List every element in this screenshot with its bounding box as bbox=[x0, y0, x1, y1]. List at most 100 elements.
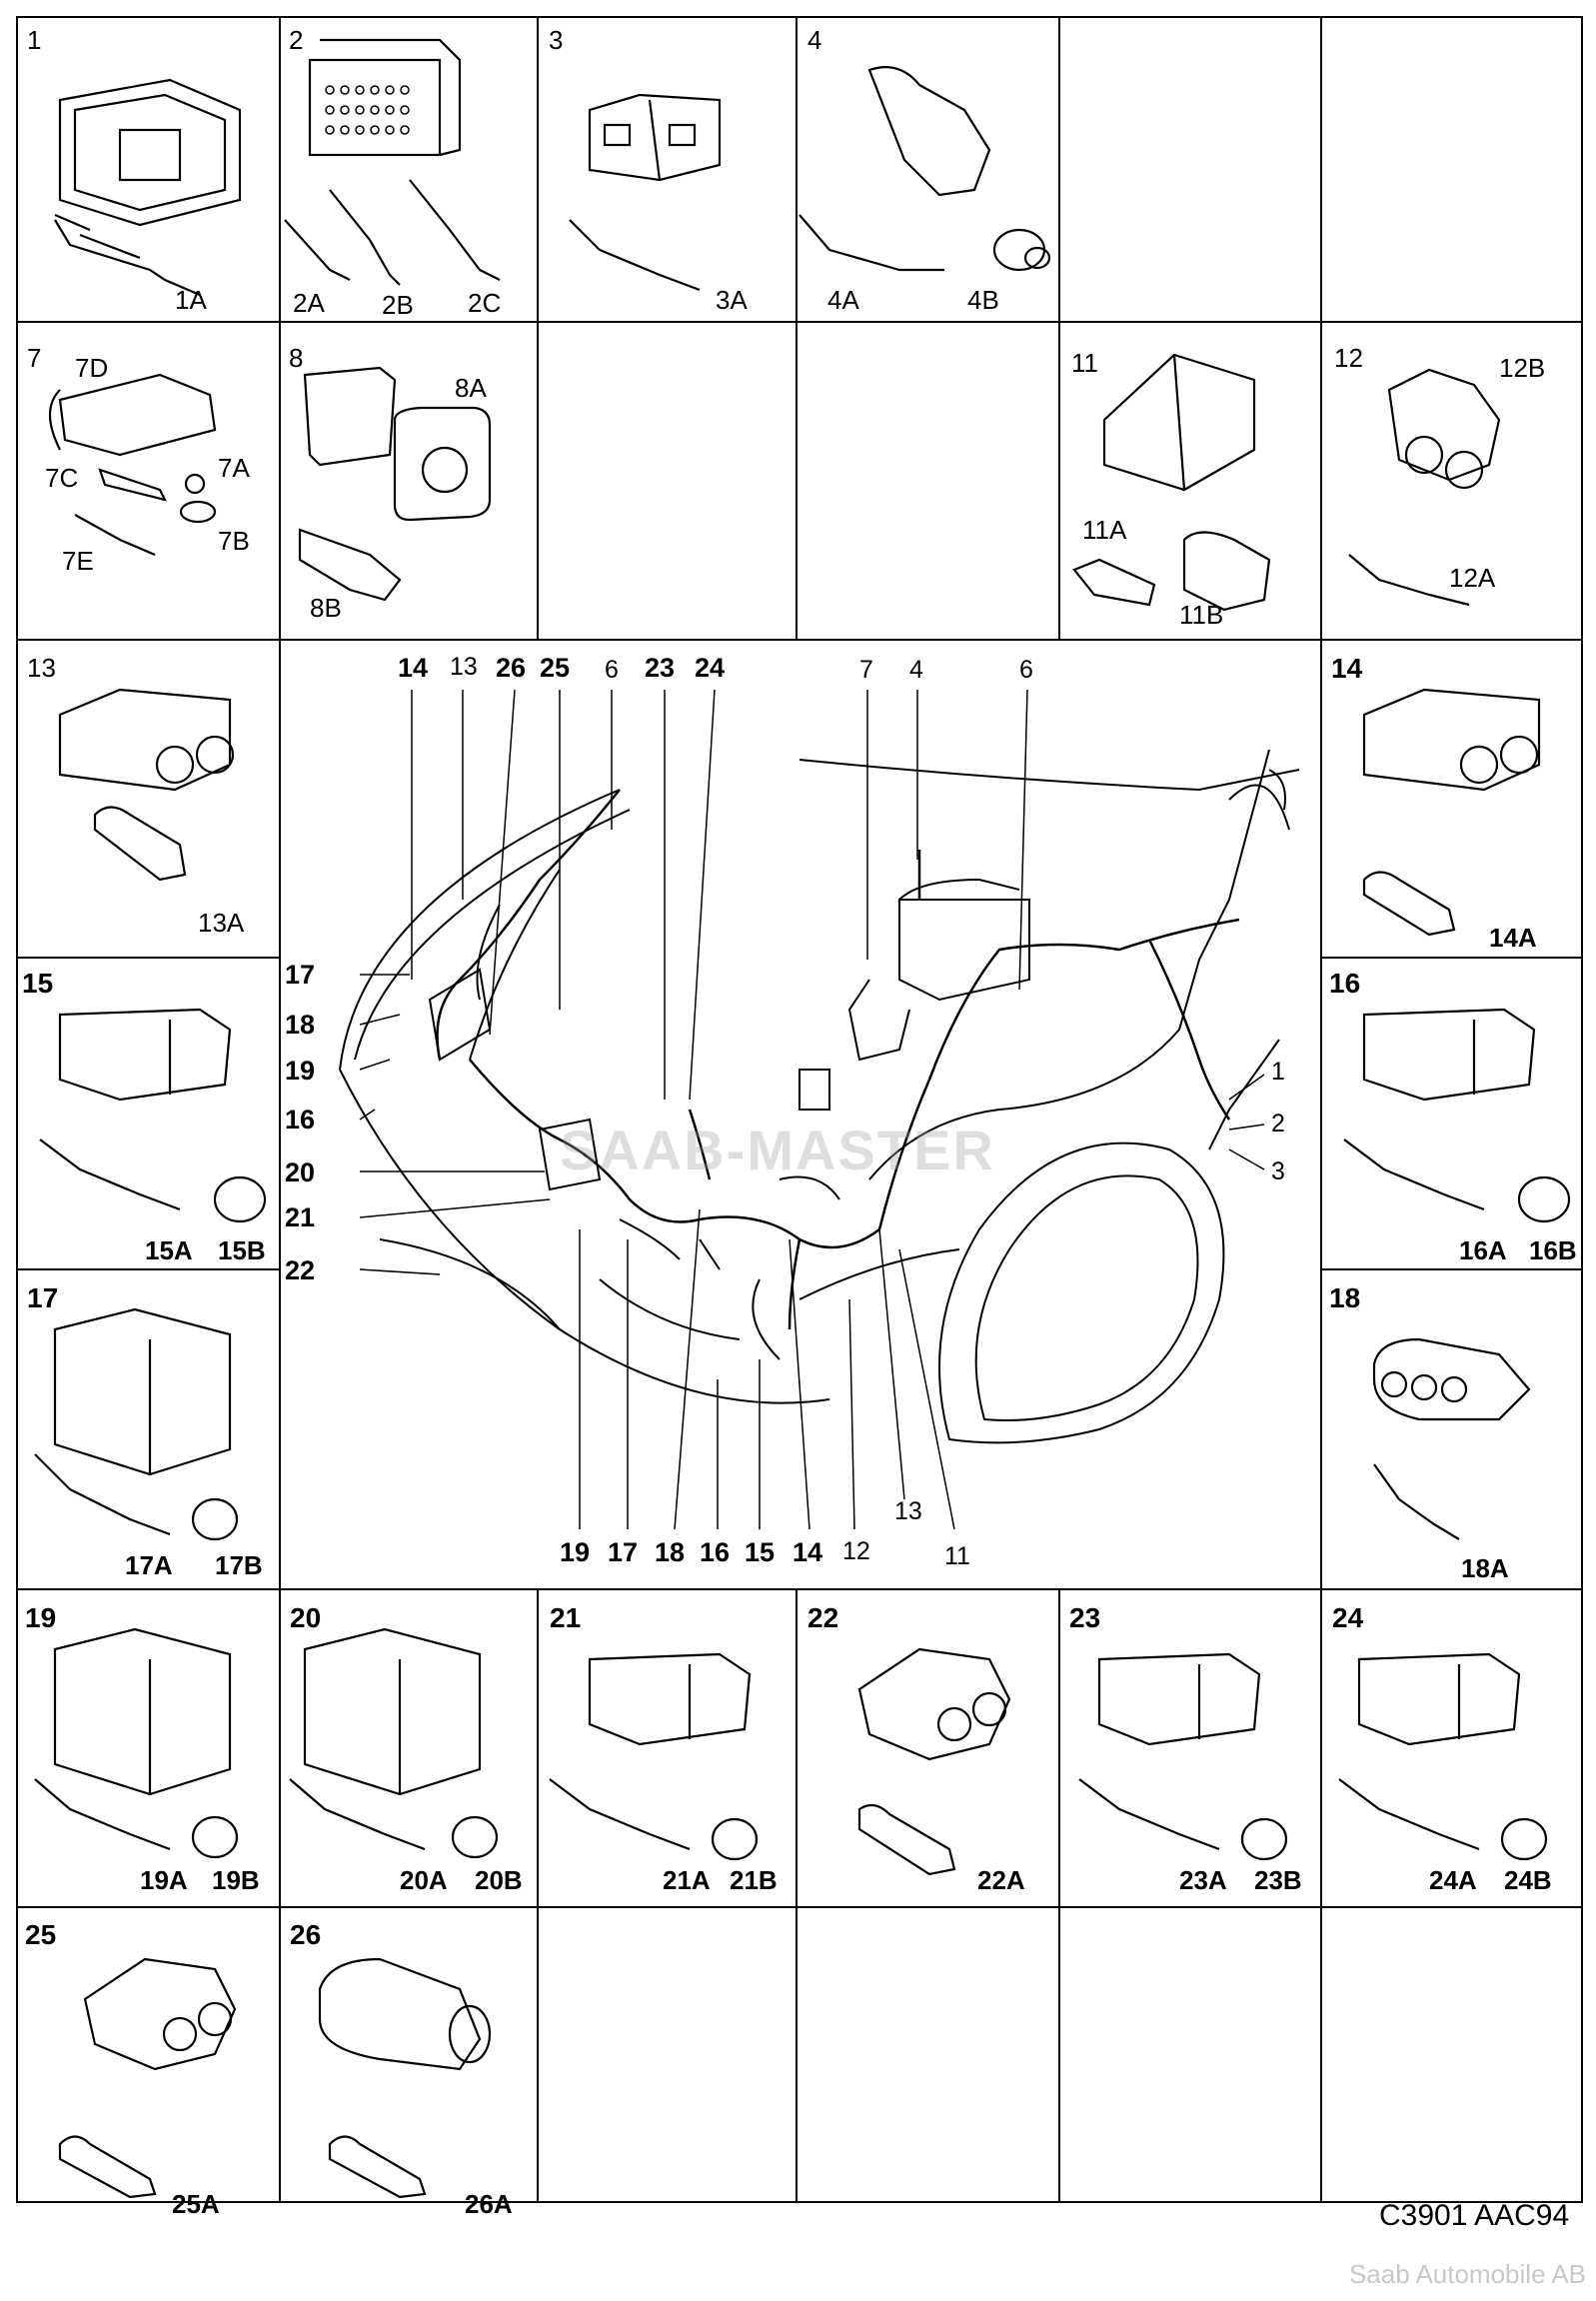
part-label-3a: 3A bbox=[716, 285, 748, 315]
leader-lines bbox=[359, 689, 1265, 1530]
cell-number-2: 2 bbox=[289, 25, 304, 55]
cell-number-17: 17 bbox=[27, 1282, 59, 1313]
part-label-7c: 7C bbox=[45, 463, 79, 493]
callout-left-17: 17 bbox=[285, 960, 316, 990]
part-label-2b: 2B bbox=[382, 290, 414, 320]
part-label-19a: 19A bbox=[140, 1865, 188, 1895]
part-label-15a: 15A bbox=[145, 1235, 193, 1265]
part-label-15b: 15B bbox=[218, 1235, 266, 1265]
grid-lines bbox=[16, 16, 1583, 2203]
part-drawings bbox=[34, 38, 1571, 2199]
watermark: SAAB-MASTER bbox=[560, 1119, 995, 1181]
part-label-18a: 18A bbox=[1461, 1553, 1509, 1583]
part-label-7d: 7D bbox=[75, 353, 109, 383]
cell-number-1: 1 bbox=[27, 25, 42, 55]
part-label-2a: 2A bbox=[293, 288, 325, 318]
part-label-23b: 23B bbox=[1254, 1865, 1302, 1895]
callout-bottom-15: 15 bbox=[745, 1537, 776, 1567]
cell-number-18: 18 bbox=[1329, 1282, 1361, 1313]
callout-top-23: 23 bbox=[645, 653, 676, 683]
part-label-8b: 8B bbox=[310, 593, 342, 623]
part-label-7a: 7A bbox=[218, 453, 250, 483]
cell-number-11: 11 bbox=[1071, 348, 1098, 378]
part-label-26a: 26A bbox=[465, 2189, 513, 2219]
part-label-12a: 12A bbox=[1449, 563, 1496, 593]
part-label-20a: 20A bbox=[400, 1865, 448, 1895]
callout-top-26: 26 bbox=[496, 653, 527, 683]
part-label-25a: 25A bbox=[172, 2189, 220, 2219]
callout-top-7: 7 bbox=[859, 656, 873, 684]
cell-number-8: 8 bbox=[289, 343, 304, 373]
copyright-notice: Saab Automobile AB bbox=[1348, 2259, 1586, 2289]
part-label-11b: 11B bbox=[1179, 600, 1224, 630]
part-label-16a: 16A bbox=[1459, 1235, 1507, 1265]
callout-bottom-12: 12 bbox=[842, 1537, 870, 1565]
callout-left-16: 16 bbox=[285, 1105, 316, 1135]
callout-top-25: 25 bbox=[540, 653, 571, 683]
callout-top-6a: 6 bbox=[605, 656, 619, 684]
callout-top-4: 4 bbox=[909, 656, 923, 684]
part-label-4b: 4B bbox=[967, 285, 999, 315]
part-label-11a: 11A bbox=[1082, 515, 1127, 545]
callout-top-24: 24 bbox=[695, 653, 726, 683]
cell-number-25: 25 bbox=[25, 1919, 57, 1950]
part-label-16b: 16B bbox=[1529, 1235, 1577, 1265]
cell-number-19: 19 bbox=[25, 1602, 57, 1633]
part-label-17a: 17A bbox=[125, 1550, 173, 1580]
cell-number-24: 24 bbox=[1332, 1602, 1364, 1633]
part-label-24a: 24A bbox=[1429, 1865, 1477, 1895]
callout-bottom-16: 16 bbox=[700, 1537, 731, 1567]
wire-harness bbox=[436, 789, 1240, 1330]
part-label-23a: 23A bbox=[1179, 1865, 1227, 1895]
cell-number-3: 3 bbox=[549, 25, 564, 55]
part-label-22a: 22A bbox=[977, 1865, 1025, 1895]
cell-number-14: 14 bbox=[1331, 653, 1363, 684]
callout-left-19: 19 bbox=[285, 1056, 316, 1086]
engine-bay-drawing bbox=[339, 749, 1300, 1444]
callout-bottom-13: 13 bbox=[894, 1497, 922, 1525]
cell-number-12: 12 bbox=[1334, 343, 1363, 373]
part-label-21a: 21A bbox=[663, 1865, 711, 1895]
cell-number-4: 4 bbox=[807, 25, 822, 55]
cell-number-16: 16 bbox=[1329, 968, 1361, 999]
callout-top-14: 14 bbox=[398, 653, 429, 683]
callout-bottom-17: 17 bbox=[608, 1537, 639, 1567]
callout-left-22: 22 bbox=[285, 1255, 316, 1285]
part-label-8a: 8A bbox=[455, 373, 487, 403]
callout-left-21: 21 bbox=[285, 1202, 316, 1232]
cell-number-22: 22 bbox=[807, 1602, 839, 1633]
callout-bottom-11: 11 bbox=[944, 1542, 970, 1570]
part-label-4a: 4A bbox=[827, 285, 859, 315]
callout-left-18: 18 bbox=[285, 1010, 316, 1040]
part-label-19b: 19B bbox=[212, 1865, 260, 1895]
callout-bottom-19: 19 bbox=[560, 1537, 591, 1567]
callout-bottom-14: 14 bbox=[793, 1537, 823, 1567]
part-label-7e: 7E bbox=[62, 546, 94, 576]
callout-top-6b: 6 bbox=[1019, 656, 1033, 684]
part-label-13a: 13A bbox=[198, 908, 245, 938]
callout-right-1: 1 bbox=[1271, 1058, 1285, 1086]
cell-number-15: 15 bbox=[22, 968, 54, 999]
cell-number-23: 23 bbox=[1069, 1602, 1101, 1633]
part-label-17b: 17B bbox=[215, 1550, 263, 1580]
part-label-12b: 12B bbox=[1499, 353, 1546, 383]
drawing-code: C3901 AAC94 bbox=[1379, 2199, 1570, 2232]
part-label-24b: 24B bbox=[1504, 1865, 1552, 1895]
part-label-2c: 2C bbox=[468, 288, 502, 318]
part-label-7b: 7B bbox=[218, 526, 250, 556]
cell-number-26: 26 bbox=[290, 1919, 322, 1950]
cell-number-13: 13 bbox=[27, 653, 56, 683]
cell-number-20: 20 bbox=[290, 1602, 322, 1633]
callout-bottom-18: 18 bbox=[655, 1537, 686, 1567]
part-label-14a: 14A bbox=[1489, 923, 1537, 953]
part-label-20b: 20B bbox=[475, 1865, 523, 1895]
callout-right-2: 2 bbox=[1271, 1110, 1285, 1138]
callout-left-20: 20 bbox=[285, 1157, 316, 1187]
part-label-21b: 21B bbox=[730, 1865, 778, 1895]
cell-number-21: 21 bbox=[550, 1602, 582, 1633]
callout-right-3: 3 bbox=[1271, 1157, 1285, 1185]
callout-top-13: 13 bbox=[450, 653, 478, 681]
part-label-1a: 1A bbox=[175, 285, 207, 315]
